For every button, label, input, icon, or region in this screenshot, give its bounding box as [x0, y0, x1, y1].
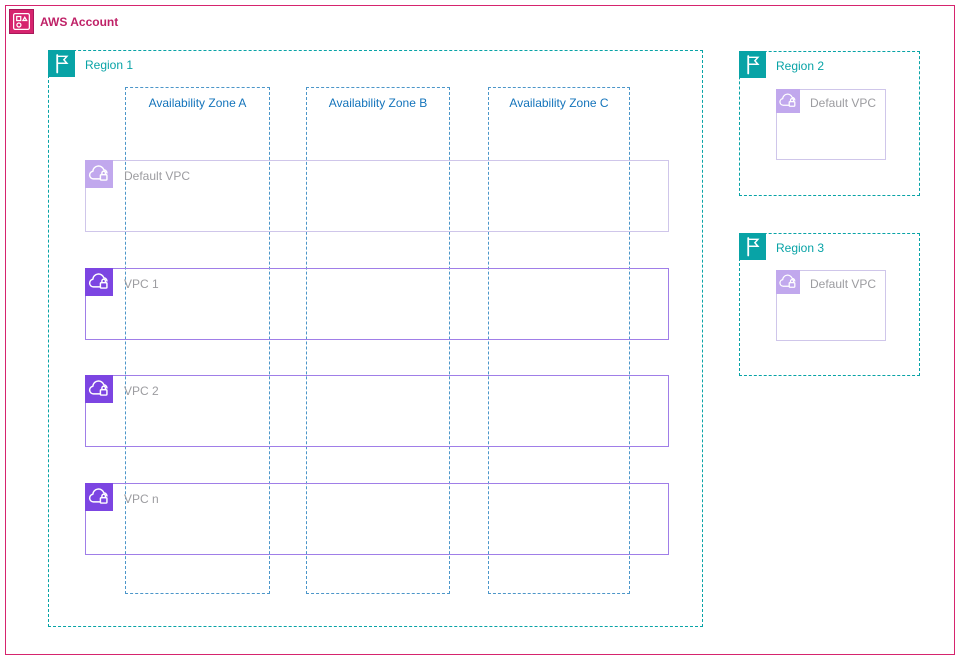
region-flag-icon	[739, 51, 766, 78]
vpc-1-row: VPC 1	[85, 268, 669, 340]
region-2-default-vpc: Default VPC	[776, 89, 886, 160]
region-3-default-vpc-label: Default VPC	[810, 277, 877, 291]
vpc-n-label: VPC n	[124, 492, 159, 506]
availability-zone-a: Availability Zone A	[125, 87, 270, 594]
default-vpc-label: Default VPC	[124, 169, 191, 183]
vpc-1-label: VPC 1	[124, 277, 159, 291]
availability-zone-c-label: Availability Zone C	[509, 96, 609, 110]
region-1-group: Region 1 Availability Zone A Availabilit…	[48, 50, 703, 627]
default-vpc-row: Default VPC	[85, 160, 669, 232]
vpc-cloud-lock-icon	[85, 268, 113, 296]
region-flag-icon	[739, 233, 766, 260]
availability-zone-a-label: Availability Zone A	[148, 96, 247, 110]
region-3-label: Region 3	[776, 241, 825, 255]
region-2-label: Region 2	[776, 59, 825, 73]
availability-zone-b-label: Availability Zone B	[328, 96, 428, 110]
aws-account-group: AWS Account Region 1 Availability Zone A…	[5, 5, 955, 655]
region-2-group: Region 2 Default VPC	[739, 51, 920, 196]
region-flag-icon	[48, 50, 75, 77]
vpc-cloud-lock-icon	[85, 375, 113, 403]
region-2-default-vpc-label: Default VPC	[810, 96, 877, 110]
vpc-cloud-lock-icon	[85, 483, 113, 511]
vpc-cloud-lock-icon	[85, 160, 113, 188]
aws-account-label: AWS Account	[40, 15, 119, 29]
vpc-cloud-lock-icon	[776, 270, 800, 294]
vpc-2-label: VPC 2	[124, 384, 159, 398]
vpc-n-row: VPC n	[85, 483, 669, 555]
region-1-label: Region 1	[85, 58, 134, 72]
region-3-default-vpc: Default VPC	[776, 270, 886, 341]
region-3-group: Region 3 Default VPC	[739, 233, 920, 376]
availability-zone-c: Availability Zone C	[488, 87, 630, 594]
aws-account-icon	[9, 9, 34, 34]
vpc-2-row: VPC 2	[85, 375, 669, 447]
vpc-cloud-lock-icon	[776, 89, 800, 113]
availability-zone-b: Availability Zone B	[306, 87, 450, 594]
